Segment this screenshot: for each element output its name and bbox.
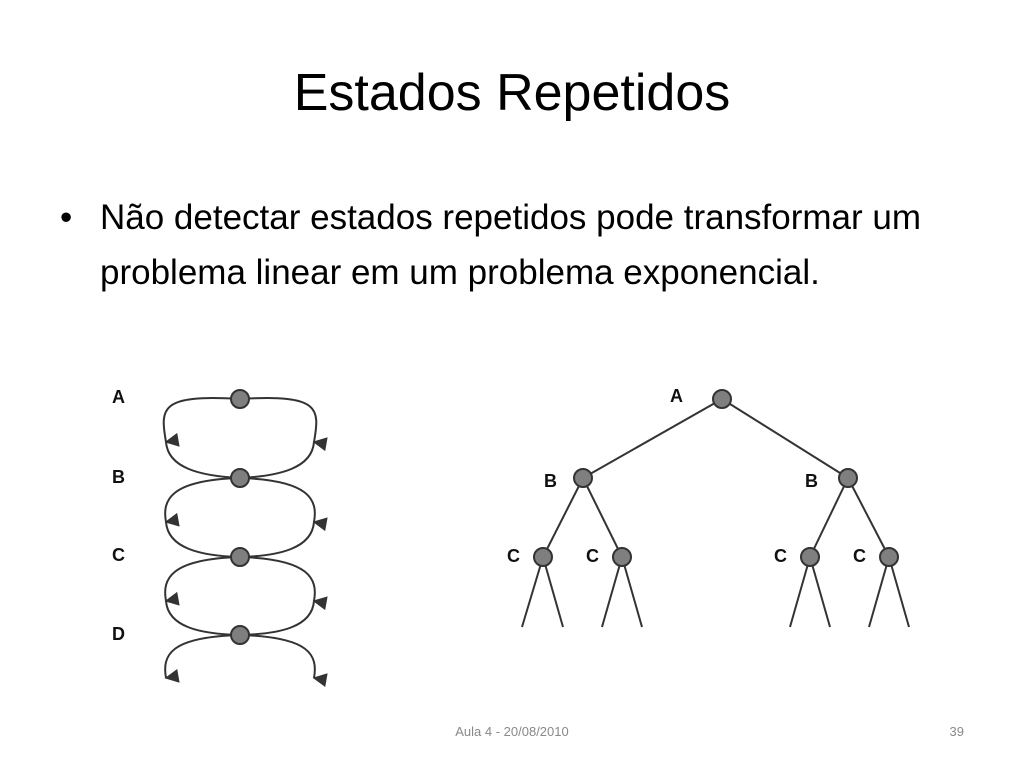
tree-edge-b2-c4 [847, 477, 890, 558]
chain-edge-ab-left [165, 441, 241, 479]
slide-title: Estados Repetidos [293, 64, 731, 122]
search-tree-diagram: A B B C C C C [507, 386, 910, 628]
chain-edge-bc-left2 [165, 521, 241, 558]
bullet-text: Não detectar estados repetidos pode tran… [100, 198, 921, 292]
chain-edge-a-right [239, 397, 328, 452]
chain-edge-d-left [164, 634, 241, 683]
bullet-item: • Não detectar estados repetidos pode tr… [60, 190, 940, 300]
tree-edge-c1-r [542, 556, 564, 628]
chain-edges [162, 397, 328, 688]
tree-label-b1: B [544, 471, 557, 491]
chain-edge-cd-right2 [239, 600, 315, 636]
tree-label-b2: B [805, 471, 818, 491]
chain-node-b [230, 468, 250, 488]
tree-edge-c1-l [521, 556, 544, 628]
chain-nodes [230, 389, 250, 645]
tree-edge-c2-l [601, 556, 623, 628]
bullet-marker: • [60, 198, 73, 237]
chain-label-c: C [112, 545, 125, 565]
chain-edge-d-right [239, 634, 328, 688]
chain-edge-bc-right [239, 477, 328, 532]
tree-node-c2 [612, 547, 632, 567]
chain-node-d [230, 625, 250, 645]
tree-edge-c4-r [888, 556, 910, 628]
tree-edges [521, 398, 910, 628]
chain-edge-bc-right2 [239, 521, 315, 558]
chain-label-a: A [112, 387, 125, 407]
tree-edge-c3-l [789, 556, 811, 628]
tree-node-c4 [879, 547, 899, 567]
chain-edge-ab-right [239, 441, 315, 479]
tree-label-c1: C [507, 546, 520, 566]
footer-date: Aula 4 - 20/08/2010 [455, 724, 569, 739]
slide-number: 39 [949, 724, 964, 739]
tree-edge-b1-c1 [542, 477, 584, 558]
tree-edge-c2-r [621, 556, 643, 628]
state-chain-diagram: A B C D [112, 387, 328, 688]
chain-node-a [230, 389, 250, 409]
tree-edge-a-b2 [721, 398, 849, 479]
tree-node-a [712, 389, 732, 409]
chain-node-c [230, 547, 250, 567]
tree-edge-b2-c3 [809, 477, 849, 558]
tree-label-c2: C [586, 546, 599, 566]
tree-edge-c3-r [809, 556, 831, 628]
chain-label-b: B [112, 467, 125, 487]
tree-label-c4: C [853, 546, 866, 566]
tree-node-c1 [533, 547, 553, 567]
bullet-list: • Não detectar estados repetidos pode tr… [60, 190, 940, 300]
tree-label-a: A [670, 386, 683, 406]
chain-label-d: D [112, 624, 125, 644]
tree-node-b1 [573, 468, 593, 488]
chain-edge-bc-left [164, 477, 241, 527]
tree-node-b2 [838, 468, 858, 488]
tree-edge-c4-l [868, 556, 890, 628]
chain-edge-cd-left [164, 556, 241, 606]
tree-label-c3: C [774, 546, 787, 566]
chain-edge-a-left [162, 397, 241, 447]
chain-edge-cd-left2 [165, 600, 241, 636]
tree-nodes [533, 389, 899, 567]
tree-edge-b1-c2 [582, 477, 623, 558]
chain-edge-cd-right [239, 556, 328, 611]
tree-node-c3 [800, 547, 820, 567]
tree-edge-a-b1 [582, 398, 723, 479]
